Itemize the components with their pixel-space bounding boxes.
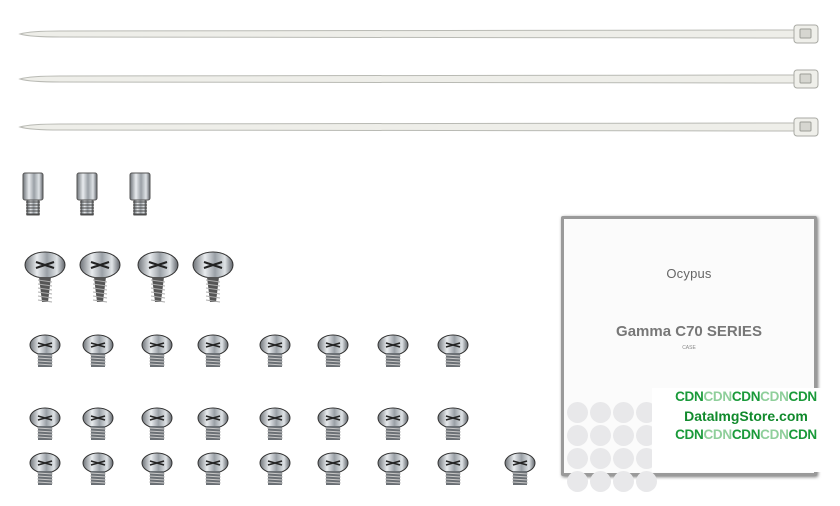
- manual-dot: [567, 425, 588, 446]
- small-screw: [259, 452, 291, 485]
- manual-dot: [613, 471, 634, 492]
- small-screw: [197, 407, 229, 440]
- manual-dot: [636, 402, 657, 423]
- small-screw: [437, 407, 469, 440]
- small-screw: [197, 334, 229, 367]
- small-screw: [377, 334, 409, 367]
- small-screw: [504, 452, 536, 485]
- small-screw: [197, 452, 229, 485]
- motherboard-standoff: [129, 172, 151, 216]
- manual-dot: [613, 402, 634, 423]
- large-screw: [137, 251, 179, 303]
- small-screw: [141, 407, 173, 440]
- manual-subtitle: CASE: [682, 345, 696, 351]
- large-screw: [24, 251, 66, 303]
- small-screw: [317, 407, 349, 440]
- small-screw: [29, 452, 61, 485]
- large-screw: [192, 251, 234, 303]
- small-screw: [29, 334, 61, 367]
- small-screw: [317, 452, 349, 485]
- manual-brand-logo: Ocypus: [666, 266, 712, 281]
- manual-dot: [613, 448, 634, 469]
- small-screw: [29, 407, 61, 440]
- manual-dot: [613, 425, 634, 446]
- manual-dot: [567, 402, 588, 423]
- motherboard-standoff: [76, 172, 98, 216]
- manual-dot: [567, 448, 588, 469]
- small-screw: [141, 452, 173, 485]
- small-screw: [82, 334, 114, 367]
- manual-dot: [590, 402, 611, 423]
- small-screw: [317, 334, 349, 367]
- manual-dot: [636, 448, 657, 469]
- watermark: CDNCDNCDNCDNCDN DataImgStore.com CDNCDNC…: [652, 388, 840, 472]
- cable-tie: [18, 69, 819, 89]
- manual-dot: [636, 425, 657, 446]
- manual-dot: [590, 448, 611, 469]
- cable-tie: [18, 117, 819, 137]
- small-screw: [259, 407, 291, 440]
- manual-dot: [590, 471, 611, 492]
- manual-dot: [590, 425, 611, 446]
- watermark-site: DataImgStore.com: [684, 408, 808, 424]
- manual-dot: [636, 471, 657, 492]
- small-screw: [259, 334, 291, 367]
- watermark-line-1: CDNCDNCDNCDNCDN: [675, 389, 817, 404]
- cable-tie: [18, 24, 819, 44]
- manual-dot: [567, 471, 588, 492]
- small-screw: [82, 452, 114, 485]
- watermark-line-3: CDNCDNCDNCDNCDN: [675, 427, 817, 442]
- motherboard-standoff: [22, 172, 44, 216]
- small-screw: [141, 334, 173, 367]
- small-screw: [82, 407, 114, 440]
- small-screw: [377, 407, 409, 440]
- small-screw: [437, 452, 469, 485]
- large-screw: [79, 251, 121, 303]
- small-screw: [377, 452, 409, 485]
- manual-title: Gamma C70 SERIES: [616, 323, 762, 340]
- small-screw: [437, 334, 469, 367]
